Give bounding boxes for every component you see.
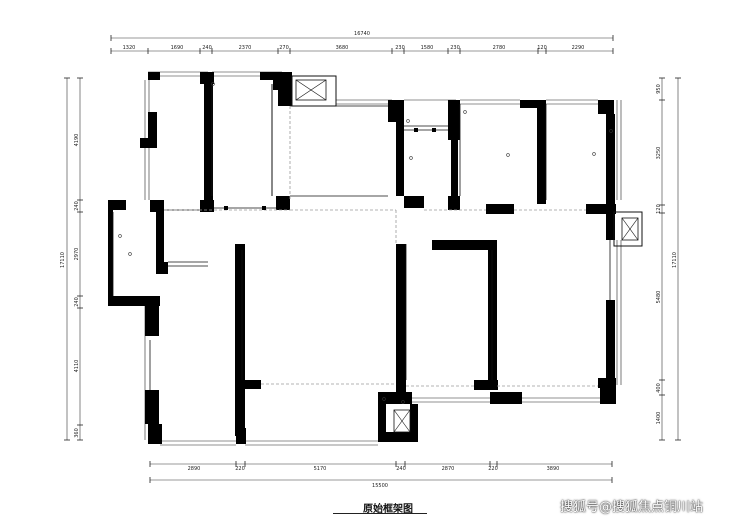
top-dimension-5: 270: [279, 45, 289, 51]
left-dimension-5: 4110: [74, 360, 80, 373]
shaft-box-bottom: [393, 409, 411, 433]
bottom-dimension-2: 220: [235, 466, 245, 472]
right-dimension-1: 950: [656, 84, 662, 94]
bottom-total-dimension: 15500: [372, 483, 388, 489]
left-dimension-2: 240: [74, 201, 80, 211]
top-dimension-12: 2290: [572, 45, 585, 51]
right-dimension-2: 3250: [656, 147, 662, 160]
top-dimension-11: 120: [537, 45, 547, 51]
bottom-dimension-5: 2870: [442, 466, 455, 472]
left-dimension-6: 360: [74, 428, 80, 438]
title-underline: [333, 513, 427, 514]
drain-points: [118, 82, 613, 404]
left-dimension-4: 240: [74, 297, 80, 307]
right-dimension-5: 400: [656, 383, 662, 393]
top-dimension-3: 240: [202, 45, 212, 51]
top-dimension-10: 2780: [493, 45, 506, 51]
bottom-dimension-6: 220: [488, 466, 498, 472]
right-dimension-4: 5480: [656, 291, 662, 304]
right-dimension-chain: 950 3250 120 5480 400 1400 17110: [656, 77, 681, 441]
beam-dashed-lines: [164, 106, 598, 387]
right-dimension-6: 1400: [656, 412, 662, 425]
top-dimension-6: 3680: [336, 45, 349, 51]
door-jambs: [224, 128, 436, 210]
top-total-dimension: 16740: [354, 31, 370, 37]
bottom-dimension-3: 5170: [314, 466, 327, 472]
outer-window-lines: [144, 71, 622, 446]
left-dimension-1: 4190: [74, 134, 80, 147]
right-dimension-3: 120: [656, 204, 662, 214]
shaft-box-top: [291, 75, 337, 107]
top-dimension-9: 230: [450, 45, 460, 51]
interior-partitions: [112, 84, 611, 390]
structural-walls: [108, 72, 616, 444]
bottom-dimension-1: 2890: [188, 466, 201, 472]
bottom-dimension-7: 3890: [547, 466, 560, 472]
left-dimension-3: 2970: [74, 248, 80, 261]
top-dimension-1: 1320: [123, 45, 136, 51]
shaft-box-right: [613, 211, 643, 247]
bottom-dimension-4: 240: [396, 466, 406, 472]
top-dimension-4: 2370: [239, 45, 252, 51]
watermark-text: 搜狐号@搜狐焦点铜川站: [560, 500, 704, 515]
right-total-dimension: 17110: [672, 252, 678, 268]
top-dimension-2: 1690: [171, 45, 184, 51]
top-dimension-chain: 16740 1320 1690 240 2370 270 3680 230 15…: [110, 31, 614, 54]
top-dimension-8: 1580: [421, 45, 434, 51]
bottom-dimension-chain: 2890 220 5170 240 2870 220 3890 15500: [149, 461, 613, 489]
drawing-title: 原始框架图: [363, 504, 413, 515]
left-total-dimension: 17110: [60, 252, 66, 268]
left-dimension-chain: 17110 4190 240 2970 240 4110 360: [60, 77, 83, 441]
top-dimension-7: 230: [395, 45, 405, 51]
